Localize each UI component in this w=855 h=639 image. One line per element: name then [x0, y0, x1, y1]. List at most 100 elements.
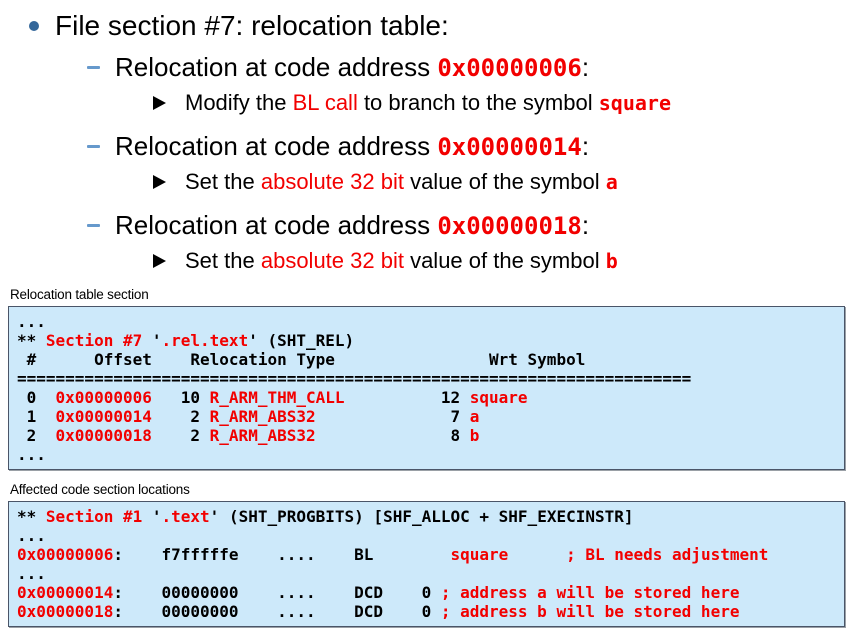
relocation-table-box: ...** Section #7 '.rel.text' (SHT_REL) #…	[8, 306, 845, 470]
code-segment: 0x00000014	[55, 407, 152, 426]
affected-code-box: ** Section #1 '.text' (SHT_PROGBITS) [SH…	[8, 501, 845, 627]
text-segment: 0x00000018	[437, 212, 582, 240]
code-segment: b	[469, 426, 480, 445]
code-segment: 2	[151, 426, 210, 445]
outline-item-level-3: Modify the BL call to branch to the symb…	[0, 89, 855, 117]
code-segment: square	[469, 388, 528, 407]
dash-bullet-icon	[87, 50, 115, 69]
code-segment: a	[469, 407, 480, 426]
text-segment: square	[598, 91, 671, 115]
text-segment: Relocation at code address	[115, 210, 438, 240]
code-segment: 7	[315, 407, 470, 426]
outline-text: Modify the BL call to branch to the symb…	[185, 89, 671, 117]
slide: File section #7: relocation table: Reloca…	[0, 8, 855, 627]
text-segment: 0x00000014	[437, 133, 582, 161]
text-segment: Relocation at code address	[115, 131, 438, 161]
code-segment: : 00000000 .... DCD 0	[113, 583, 441, 602]
code-segment: 0x00000018	[17, 602, 114, 621]
triangle-bullet-icon	[153, 89, 185, 110]
triangle-bullet-icon	[153, 247, 185, 268]
code-line: 0x00000014: 00000000 .... DCD 0 ; addres…	[17, 583, 836, 602]
outline-text: Relocation at code address 0x00000014:	[115, 129, 589, 164]
arrow-shape	[153, 175, 166, 189]
relocation-table-label: Relocation table section	[10, 287, 149, 302]
code-segment: ' (SHT_PROGBITS) [SHF_ALLOC + SHF_EXECIN…	[209, 507, 634, 526]
outline-item-level-3: Set the absolute 32 bit value of the sym…	[0, 168, 855, 196]
bullet-outline: File section #7: relocation table: Reloca…	[0, 8, 855, 275]
code-line: 1 0x00000014 2 R_ARM_ABS32 7 a	[17, 407, 836, 426]
code-segment: ...	[17, 526, 46, 545]
code-segment: 1	[17, 407, 56, 426]
code-segment: 2	[151, 407, 210, 426]
text-segment: BL call	[292, 90, 358, 115]
code-segment: square	[450, 545, 509, 564]
affected-code-label: Affected code section locations	[10, 482, 190, 497]
code-segment: 0	[17, 388, 56, 407]
triangle-bullet-icon	[153, 168, 185, 189]
code-line: ...	[17, 445, 836, 464]
dash-shape	[87, 145, 100, 148]
dash-shape	[87, 66, 100, 69]
code-segment: Section #7	[45, 331, 143, 350]
outline-text: Set the absolute 32 bit value of the sym…	[185, 168, 618, 196]
code-segment: **	[17, 331, 46, 350]
outline-item-level-2: Relocation at code address 0x00000014:	[0, 129, 855, 164]
code-segment: : f7fffffe .... BL	[113, 545, 451, 564]
text-segment: Set the	[185, 248, 261, 273]
outline-text: Relocation at code address 0x00000006:	[115, 50, 589, 85]
code-line: 0x00000006: f7fffffe .... BL square ; BL…	[17, 545, 836, 564]
dash-bullet-icon	[87, 208, 115, 227]
outline-text: File section #7: relocation table:	[55, 8, 449, 44]
text-segment: :	[581, 210, 590, 240]
outline-item-level-2: Relocation at code address 0x00000018:	[0, 208, 855, 243]
code-line: ** Section #7 '.rel.text' (SHT_REL)	[17, 331, 836, 350]
code-segment: R_ARM_ABS32	[209, 426, 316, 445]
bullet-dot-icon	[29, 8, 55, 31]
text-segment: b	[605, 249, 618, 273]
code-line: ...	[17, 312, 836, 331]
code-segment: R_ARM_ABS32	[209, 407, 316, 426]
code-segment: 10	[151, 388, 210, 407]
code-segment: ...	[17, 564, 46, 583]
code-segment: **	[17, 507, 46, 526]
code-segment: ; address a will be stored here	[440, 583, 740, 602]
text-segment: Modify the	[185, 90, 293, 115]
code-line: ...	[17, 526, 836, 545]
code-segment: 0x00000014	[17, 583, 114, 602]
text-segment: a	[605, 170, 618, 194]
dash-shape	[87, 224, 100, 227]
text-segment: Relocation at code address	[115, 52, 438, 82]
code-segment: ...	[17, 312, 46, 331]
text-segment: :	[581, 131, 590, 161]
code-line: 0x00000018: 00000000 .... DCD 0 ; addres…	[17, 602, 836, 621]
code-segment: R_ARM_THM_CALL	[209, 388, 345, 407]
dot-shape	[29, 21, 39, 31]
arrow-shape	[153, 96, 166, 110]
code-segment: 2	[17, 426, 56, 445]
text-segment: 0x00000006	[437, 54, 582, 82]
arrow-shape	[153, 254, 166, 268]
code-segment: Section #1	[45, 507, 143, 526]
code-line: ========================================…	[17, 369, 836, 388]
code-segment: .rel.text	[161, 331, 249, 350]
code-segment: # Offset Relocation Type Wrt Symbol	[17, 350, 586, 369]
code-segment	[508, 545, 566, 564]
code-segment: .text	[161, 507, 210, 526]
code-segment: 0x00000006	[17, 545, 114, 564]
outline-item-level-3: Set the absolute 32 bit value of the sym…	[0, 247, 855, 275]
code-segment: 8	[315, 426, 470, 445]
code-segment: ; address b will be stored here	[440, 602, 740, 621]
text-segment: File section #7: relocation table:	[55, 10, 449, 41]
code-segment: ...	[17, 445, 46, 464]
outline-item-level-1: File section #7: relocation table:	[0, 8, 855, 44]
text-segment: value of the symbol	[403, 169, 606, 194]
code-segment: ; BL needs adjustment	[566, 545, 769, 564]
code-segment: 12	[344, 388, 470, 407]
code-segment: '	[142, 507, 162, 526]
code-line: ...	[17, 564, 836, 583]
code-line: 0 0x00000006 10 R_ARM_THM_CALL 12 square	[17, 388, 836, 407]
code-segment: ========================================…	[17, 369, 692, 388]
text-segment: :	[581, 52, 590, 82]
outline-item-level-2: Relocation at code address 0x00000006:	[0, 50, 855, 85]
code-line: 2 0x00000018 2 R_ARM_ABS32 8 b	[17, 426, 836, 445]
